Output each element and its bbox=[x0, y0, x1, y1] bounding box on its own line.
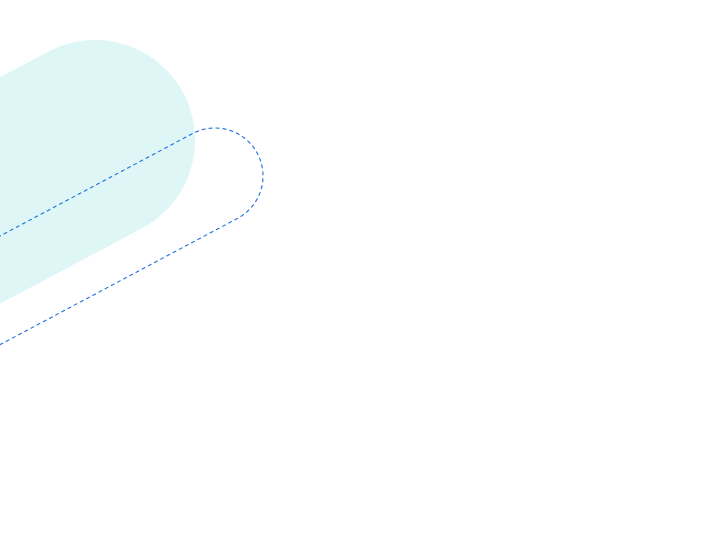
dashed-capsule bbox=[0, 127, 264, 437]
filled-capsule bbox=[0, 40, 196, 381]
